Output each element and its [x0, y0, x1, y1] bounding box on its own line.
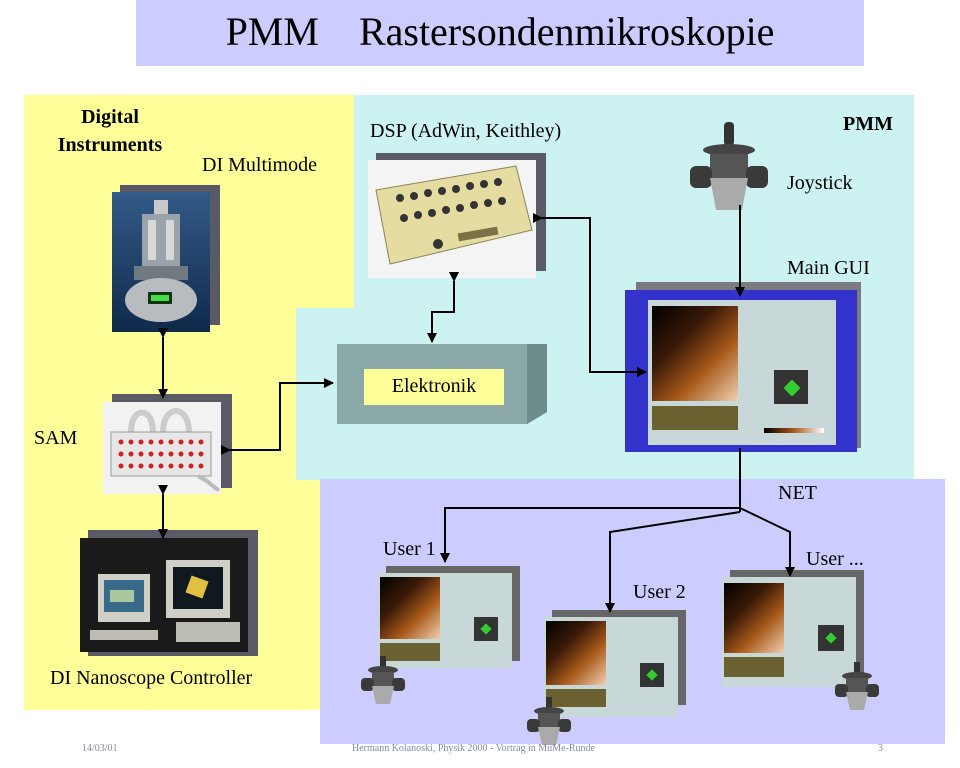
page-title: PMM Rastersondenmikroskopie	[225, 9, 775, 54]
user-more-gui	[722, 577, 856, 687]
elektronik-label-box	[364, 369, 504, 405]
joystick-image	[688, 118, 770, 218]
sam-label: SAM	[34, 427, 78, 449]
main-gui-position-panel	[774, 370, 808, 404]
arrow-sam-elektronik	[221, 378, 334, 455]
user2-label: User 2	[633, 581, 686, 603]
user-more-label: User ...	[806, 548, 864, 570]
user-more-position-panel	[818, 625, 844, 651]
sam-image	[103, 402, 221, 494]
arrow-net-user1	[440, 507, 740, 563]
di-nanoscope-label: DI Nanoscope Controller	[50, 667, 253, 689]
main-gui-scan-image	[652, 306, 738, 401]
user1-gui	[378, 573, 512, 668]
main-gui-colorbar	[764, 428, 824, 433]
main-gui-window	[648, 300, 836, 445]
user1-joystick-image	[360, 654, 406, 706]
main-gui-profile-panel	[652, 406, 738, 430]
arrow-dsp-maingui	[533, 213, 647, 377]
user-more-joystick-image	[834, 660, 880, 712]
arrow-net-user2	[605, 511, 741, 613]
user2-position-panel	[640, 663, 664, 687]
di-multimode-label: DI Multimode	[202, 154, 317, 176]
net-label: NET	[778, 482, 817, 504]
main-gui-label: Main GUI	[787, 257, 870, 279]
digital-instruments-label: Digital Instruments	[57, 106, 163, 156]
footer-author: Hermann Kolanoski, Physik 2000 - Vortrag…	[352, 743, 595, 754]
dsp-image	[368, 160, 536, 278]
user2-profile-panel	[546, 689, 606, 707]
user2-gui	[544, 617, 678, 717]
di-nanoscope-image	[80, 538, 248, 652]
dsp-label: DSP (AdWin, Keithley)	[370, 120, 562, 142]
user2-joystick-image	[526, 695, 572, 747]
main-gui-frame	[625, 290, 857, 452]
elektronik-label: Elektronik	[391, 375, 477, 397]
arrow-dsp-elektronik	[427, 272, 459, 343]
user-more-profile-panel	[724, 657, 784, 677]
footer-page-number: 3	[878, 743, 883, 754]
user1-label: User 1	[383, 538, 436, 560]
user-more-scan-image	[724, 583, 784, 653]
user1-profile-panel	[380, 643, 440, 661]
joystick-label: Joystick	[787, 172, 853, 194]
title-banner	[136, 0, 864, 66]
user1-scan-image	[380, 577, 440, 639]
pmm-label: PMM	[843, 113, 893, 135]
user1-position-panel	[474, 617, 498, 641]
di-multimode-image	[112, 192, 210, 332]
arrow-net-user-more	[739, 507, 795, 577]
user2-scan-image	[546, 621, 606, 685]
footer-date: 14/03/01	[82, 743, 118, 754]
